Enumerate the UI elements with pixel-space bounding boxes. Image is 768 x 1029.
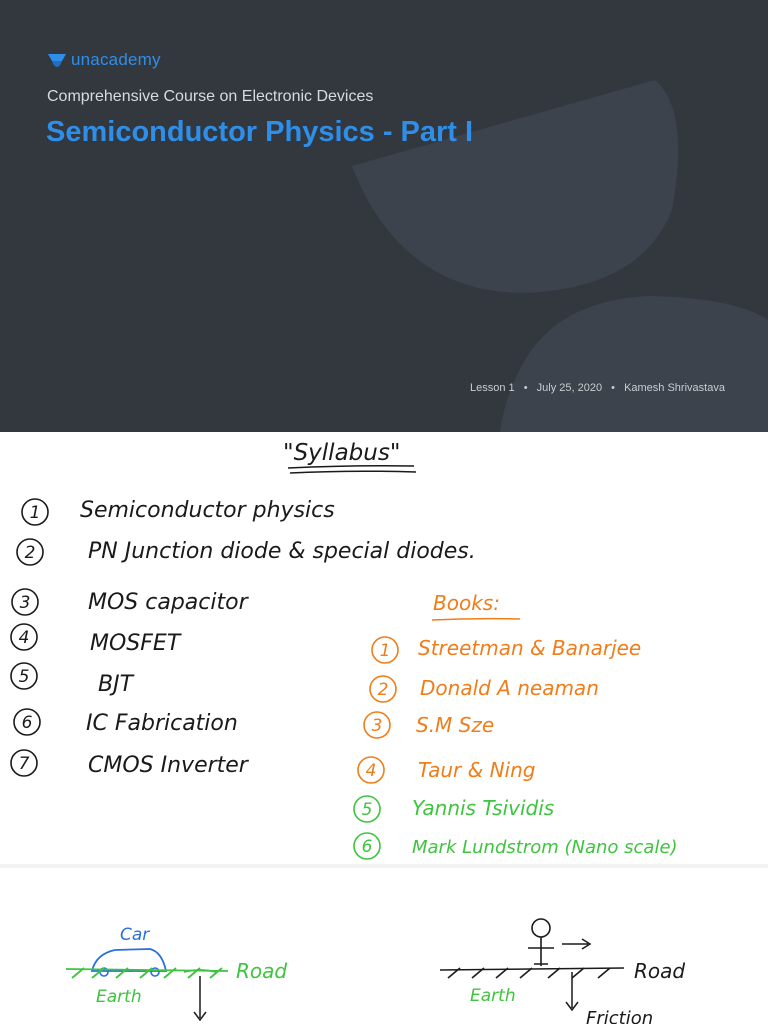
book-num: 6 [362,837,373,857]
book-item: Donald A neaman [420,676,599,700]
brand-name: unacademy [71,50,161,69]
book-num: 5 [362,800,373,820]
syllabus-item: BJT [98,672,135,697]
book-num: 1 [380,641,391,661]
book-item: Streetman & Banarjee [418,636,641,660]
page-divider [0,864,768,868]
book-num: 3 [372,716,383,736]
book-num: 2 [378,680,389,700]
sketch-page: Car Road Earth Road Earth Friction [0,868,768,1029]
earth-label: Earth [96,987,142,1007]
car-icon [90,948,168,972]
syllabus-num: 1 [30,503,41,523]
road-label: Road [236,959,287,983]
syllabus-num: 5 [19,667,30,687]
motion-arrow-icon [562,938,592,950]
syllabus-num: 4 [19,628,30,648]
book-item: Mark Lundstrom (Nano scale) [412,837,678,858]
brand-logo: unacademy [47,50,161,70]
friction-arrow-icon [193,976,207,1022]
decorative-shapes [352,80,768,432]
syllabus-item: IC Fabrication [86,711,238,736]
syllabus-item: MOSFET [90,631,182,656]
handwritten-notes: "Syllabus" 1 2 3 4 5 6 7 Semiconductor p… [10,440,678,860]
syllabus-item: Semiconductor physics [80,498,335,523]
friction-label: Friction [586,1008,653,1024]
syllabus-item: CMOS Inverter [88,753,250,778]
syllabus-item: PN Junction diode & special diodes. [88,539,476,564]
book-num: 4 [366,761,377,781]
book-item: Taur & Ning [418,758,535,782]
syllabus-num: 7 [19,754,30,774]
lesson-number: Lesson 1 [470,382,515,394]
course-subtitle: Comprehensive Course on Electronic Devic… [47,88,374,105]
unacademy-logo-icon [48,54,66,67]
person-icon [531,918,551,938]
friction-arrow-icon [565,972,579,1012]
books-heading: Books: [433,591,500,615]
syllabus-num: 6 [22,713,33,733]
syllabus-num: 2 [25,543,36,563]
road-label: Road [634,959,685,983]
book-item: S.M Sze [416,713,494,737]
lesson-meta: Lesson 1 • July 25, 2020 • Kamesh Shriva… [470,382,725,394]
lesson-author: Kamesh Shrivastava [624,382,725,394]
friction-sketch: Car Road Earth Road Earth Friction [65,918,685,1029]
meta-separator: • [611,382,615,394]
notes-page: "Syllabus" 1 2 3 4 5 6 7 Semiconductor p… [0,432,768,864]
lesson-date: July 25, 2020 [536,382,603,394]
syllabus-item: MOS capacitor [88,590,250,615]
book-item: Yannis Tsividis [412,796,554,820]
car-label: Car [120,925,150,945]
title-slide: unacademy Comprehensive Course on Electr… [0,0,768,432]
syllabus-num: 3 [20,593,31,613]
syllabus-heading: "Syllabus" [283,440,400,466]
meta-separator: • [523,382,528,394]
earth-label: Earth [470,986,516,1006]
page-title: Semiconductor Physics - Part I [46,116,474,148]
